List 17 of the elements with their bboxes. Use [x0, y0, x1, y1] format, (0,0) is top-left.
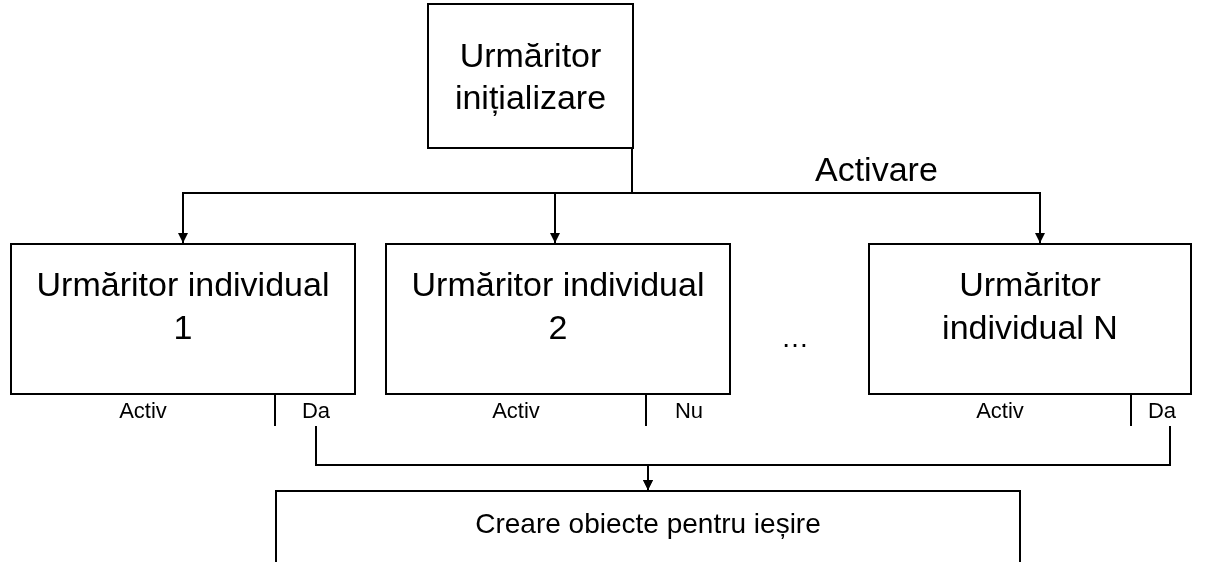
- process-box: [275, 490, 1021, 562]
- process-box: [868, 243, 1192, 426]
- process-box: [10, 243, 356, 426]
- box-text: Urmăritor individual 2: [410, 264, 706, 348]
- cell-text: Nu: [674, 396, 704, 425]
- cell-text: Da: [1147, 396, 1177, 425]
- box-text: Urmăritor inițializare: [453, 34, 608, 118]
- box-text: Urmăritor individual N: [941, 264, 1119, 348]
- cell-text: Activ: [119, 396, 167, 425]
- cell-text: Da: [301, 396, 331, 425]
- box-text: Creare obiecte pentru ieșire: [475, 507, 821, 541]
- cell-text: Activ: [492, 396, 540, 425]
- process-box: [385, 243, 731, 426]
- arrow: [643, 425, 1171, 491]
- box-text: Urmăritor individual 1: [35, 264, 331, 348]
- process-box: [427, 3, 634, 149]
- cell-text: Activ: [976, 396, 1024, 425]
